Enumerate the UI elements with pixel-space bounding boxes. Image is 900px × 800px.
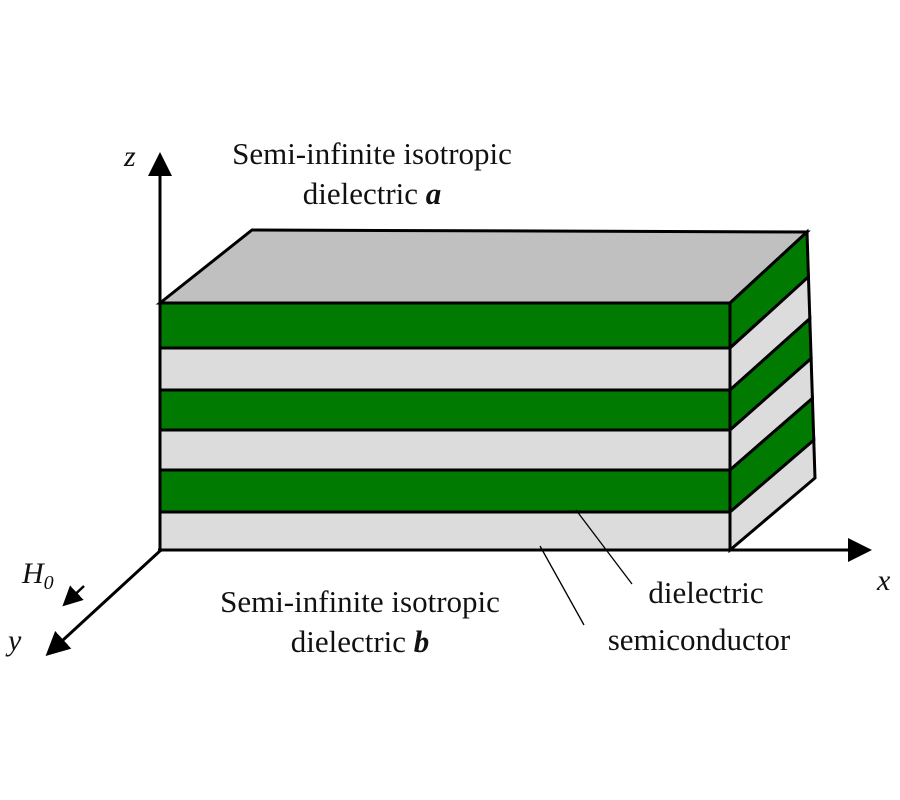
- bottom-medium-line1: Semi-infinite isotropic: [220, 584, 500, 619]
- z-axis-label: z: [123, 140, 136, 173]
- semiconductor-layer-front: [158, 468, 732, 514]
- semiconductor-label: semiconductor: [608, 622, 791, 657]
- field-label: H0: [21, 557, 54, 594]
- semiconductor-leader-line: [539, 545, 585, 626]
- semiconductor-layer-front: [158, 388, 732, 432]
- y-axis: [45, 548, 163, 657]
- top-medium-line1: Semi-infinite isotropic: [232, 136, 512, 171]
- bottom-medium-line2: dielectric b: [291, 624, 430, 659]
- top-medium-line2: dielectric a: [303, 176, 442, 211]
- dielectric-leader-line: [575, 509, 633, 585]
- dielectric-layer-front: [158, 346, 732, 392]
- h0-arrow-icon: [62, 585, 85, 607]
- dielectric-layer-front: [158, 428, 732, 472]
- top-face: [155, 228, 811, 305]
- y-axis-label: y: [5, 624, 22, 657]
- dielectric-layer-front: [158, 510, 732, 552]
- dielectric-label: dielectric: [648, 575, 763, 610]
- dielectric-layer-side: [728, 436, 817, 554]
- layer-stack: [158, 228, 817, 554]
- semiconductor-layer-front: [158, 301, 732, 350]
- x-axis-label: x: [876, 564, 891, 597]
